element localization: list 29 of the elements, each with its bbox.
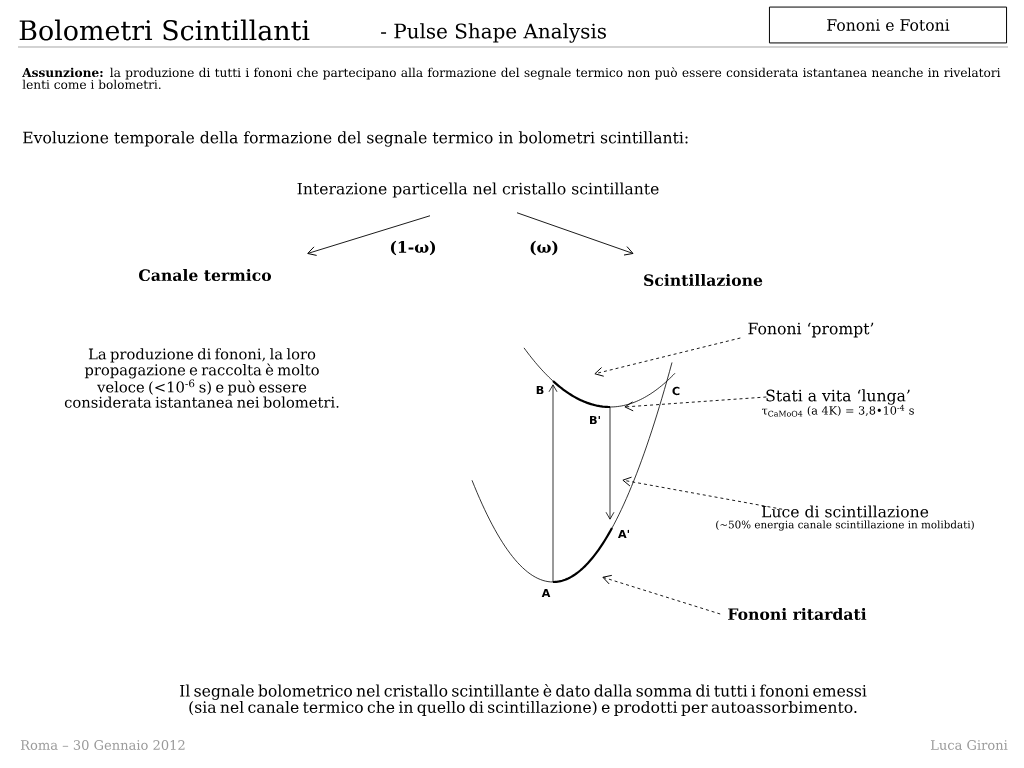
point-label: B — [536, 385, 544, 395]
section-tab: Fononi e Fotoni — [768, 6, 1008, 44]
event-label: Interazione particella nel cristallo scintillante — [297, 182, 659, 198]
leader-line — [602, 574, 721, 615]
slide-title: Bolometri Scintillanti — [19, 19, 310, 41]
description-text: La produzione di fononi, la loro propagazione e raccolta è molto veloce (<10$^{-6}$ s) e può essere considerata istantanea nei bolometri. — [64, 348, 339, 408]
callout-text: Fononi ritardati — [728, 607, 867, 621]
callout-text: Stati a vita ‘lunga’ τ$_{CaMoO4}$ (a 4K) = 3,8•10$^{-4}$ s — [762, 389, 914, 417]
intro-text: Evoluzione temporale della formazione del segnale termico in bolometri scintillanti: — [23, 131, 688, 147]
arrow — [516, 212, 634, 256]
conclusion-text: Il segnale bolometrico nel cristallo scintillante è dato dalla somma di tutti i fononi emessi (sia nel canale termico che in quello di scintillazione) e prodotti per autoassorbimento. — [180, 683, 867, 717]
edge-label: (1-ω) — [388, 239, 438, 257]
edge-label: (ω) — [528, 239, 560, 257]
arrow — [307, 215, 431, 256]
point-label: A' — [618, 529, 629, 539]
callout-text: Fononi ‘prompt’ — [748, 322, 874, 338]
footer-text: Roma – 30 Gennaio 2012 — [20, 740, 185, 750]
leader-line — [594, 337, 741, 377]
channel-heading: Canale termico — [139, 268, 272, 282]
slide-subtitle: - Pulse Shape Analysis — [381, 23, 606, 43]
point-label: C — [672, 386, 680, 396]
point-label: A — [541, 588, 551, 598]
callout-text: Luce di scintillazione (~50% energia canale scintillazione in molibdati) — [716, 505, 974, 531]
point-label: B' — [590, 415, 600, 425]
footer-text: Luca Gironi — [930, 740, 1008, 750]
leader-line — [624, 396, 767, 412]
leader-line — [622, 476, 783, 510]
channel-heading: Scintillazione — [644, 273, 763, 287]
assumption-text: Assunzione: la produzione di tutti i fononi che partecipano alla formazione del segnale termico non può essere considerata istantanea neanche in rivelatori lenti come i bolometri. — [22, 67, 1001, 90]
